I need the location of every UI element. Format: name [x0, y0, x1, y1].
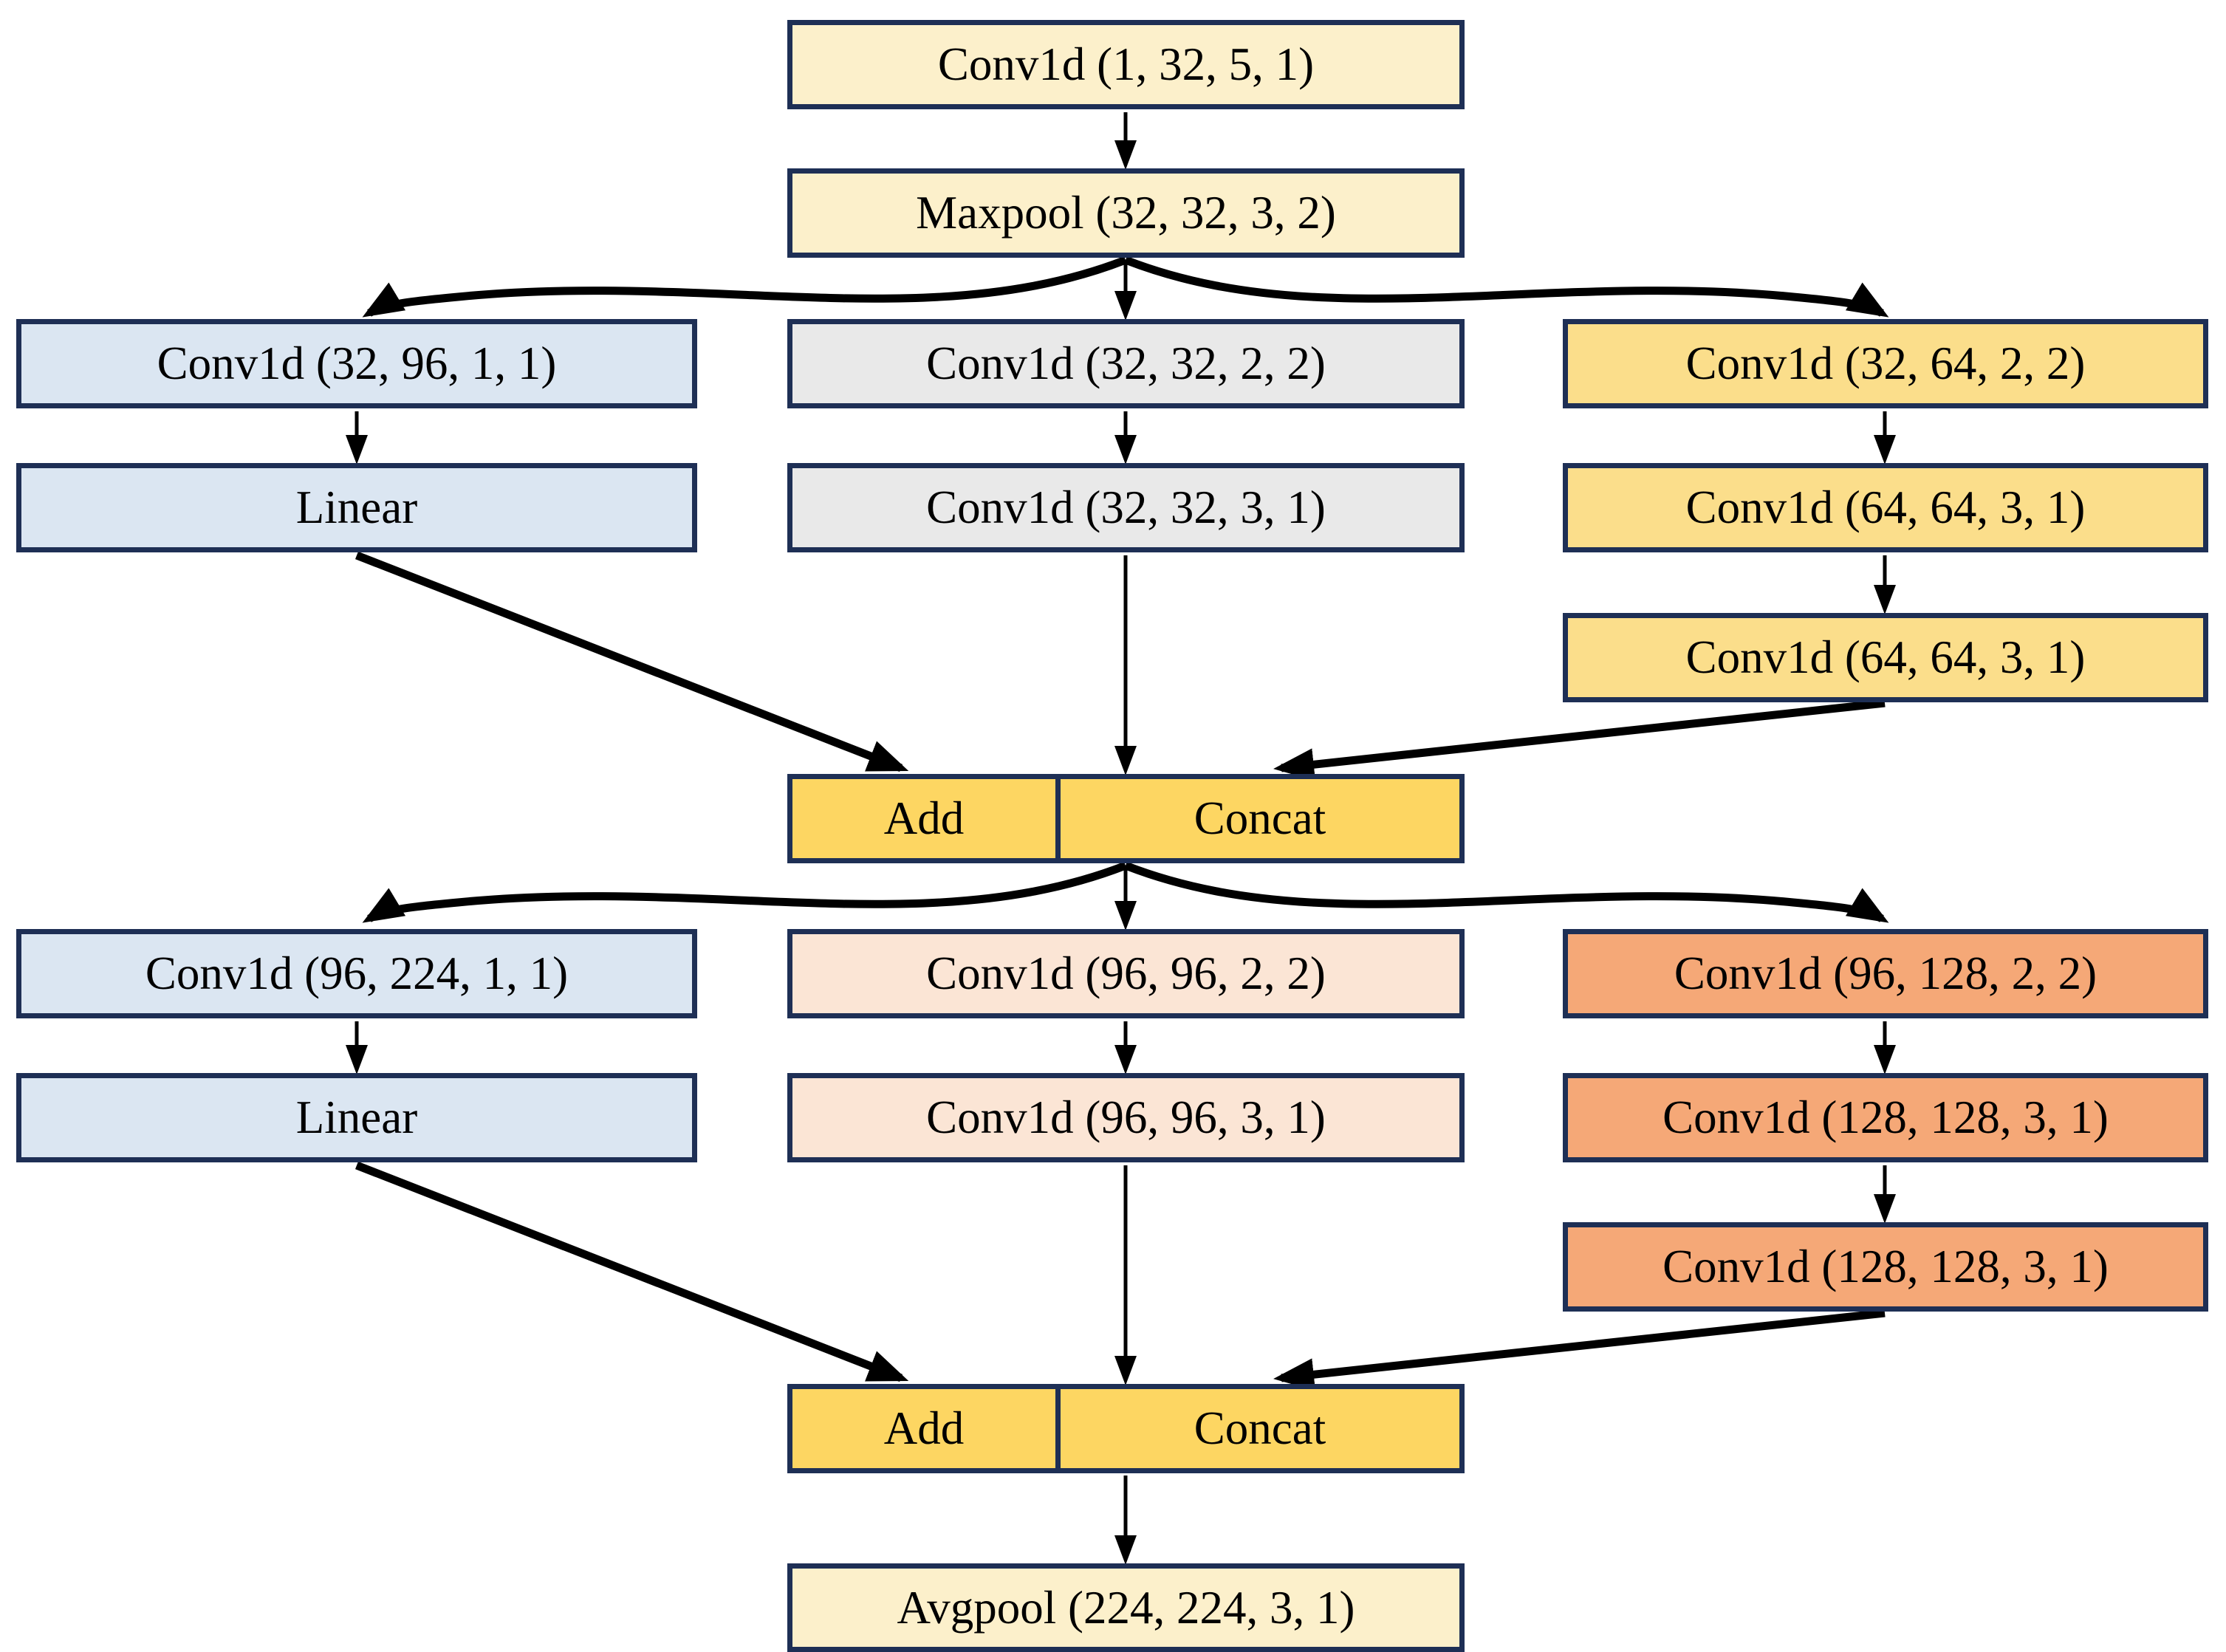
node-label: Conv1d (96, 96, 3, 1)	[926, 1091, 1326, 1143]
node-label: Conv1d (128, 128, 3, 1)	[1662, 1091, 2109, 1143]
node-label: Linear	[295, 1091, 418, 1143]
node-add-concat-2-cell-add: Add	[792, 1389, 1061, 1468]
node-stage2-right-1: Conv1d (96, 128, 2, 2)	[1563, 929, 2208, 1018]
node-add-concat-1: Add Concat	[787, 774, 1465, 863]
node-label: Concat	[1194, 1402, 1326, 1454]
node-label: Conv1d (96, 96, 2, 2)	[926, 947, 1326, 999]
node-label: Conv1d (32, 96, 1, 1)	[157, 337, 557, 389]
node-label: Conv1d (1, 32, 5, 1)	[937, 38, 1315, 90]
node-label: Add	[883, 1402, 965, 1454]
node-label: Concat	[1194, 792, 1326, 844]
node-label: Avgpool (224, 224, 3, 1)	[897, 1581, 1355, 1634]
edge-maxpool-to-right1	[1124, 256, 1889, 318]
node-stage1-left-2: Linear	[16, 463, 697, 552]
node-stage1-right-1: Conv1d (32, 64, 2, 2)	[1563, 319, 2208, 408]
node-stage1-right-3: Conv1d (64, 64, 3, 1)	[1563, 613, 2208, 702]
edge-s2-linear-to-add	[355, 1161, 909, 1382]
node-label: Conv1d (96, 224, 1, 1)	[145, 947, 569, 999]
node-avgpool: Avgpool (224, 224, 3, 1)	[787, 1563, 1465, 1652]
node-stage2-right-2: Conv1d (128, 128, 3, 1)	[1563, 1073, 2208, 1162]
edge-s2-right-to-concat	[1273, 1309, 1886, 1391]
node-maxpool: Maxpool (32, 32, 3, 2)	[787, 168, 1465, 258]
node-stage2-left-1: Conv1d (96, 224, 1, 1)	[16, 929, 697, 1018]
edge-maxpool-to-left1	[362, 256, 1127, 318]
node-label: Conv1d (128, 128, 3, 1)	[1662, 1241, 2109, 1292]
node-add-concat-2-cell-concat: Concat	[1061, 1389, 1459, 1468]
node-stage1-mid-2: Conv1d (32, 32, 3, 1)	[787, 463, 1465, 552]
node-label: Conv1d (64, 64, 3, 1)	[1685, 481, 2086, 533]
node-label: Conv1d (32, 32, 2, 2)	[926, 337, 1326, 389]
edge-ac1-to-right2	[1124, 861, 1889, 923]
edge-s1-linear-to-add	[355, 551, 909, 772]
node-add-concat-1-cell-concat: Concat	[1061, 779, 1459, 858]
node-label: Conv1d (32, 64, 2, 2)	[1685, 337, 2086, 389]
node-stage2-left-2: Linear	[16, 1073, 697, 1162]
node-stage1-mid-1: Conv1d (32, 32, 2, 2)	[787, 319, 1465, 408]
edge-s1-right-to-concat	[1273, 699, 1886, 781]
node-label: Add	[883, 792, 965, 844]
node-stage1-right-2: Conv1d (64, 64, 3, 1)	[1563, 463, 2208, 552]
node-conv-input: Conv1d (1, 32, 5, 1)	[787, 20, 1465, 109]
node-stage2-right-3: Conv1d (128, 128, 3, 1)	[1563, 1222, 2208, 1312]
node-stage2-mid-1: Conv1d (96, 96, 2, 2)	[787, 929, 1465, 1018]
node-add-concat-1-cell-add: Add	[792, 779, 1061, 858]
node-label: Conv1d (96, 128, 2, 2)	[1674, 947, 2097, 999]
edge-ac1-to-left2	[362, 861, 1127, 923]
node-label: Linear	[295, 481, 418, 533]
node-stage1-left-1: Conv1d (32, 96, 1, 1)	[16, 319, 697, 408]
node-label: Maxpool (32, 32, 3, 2)	[916, 187, 1336, 239]
node-label: Conv1d (32, 32, 3, 1)	[926, 481, 1326, 533]
node-label: Conv1d (64, 64, 3, 1)	[1685, 631, 2086, 683]
node-add-concat-2: Add Concat	[787, 1384, 1465, 1473]
node-stage2-mid-2: Conv1d (96, 96, 3, 1)	[787, 1073, 1465, 1162]
